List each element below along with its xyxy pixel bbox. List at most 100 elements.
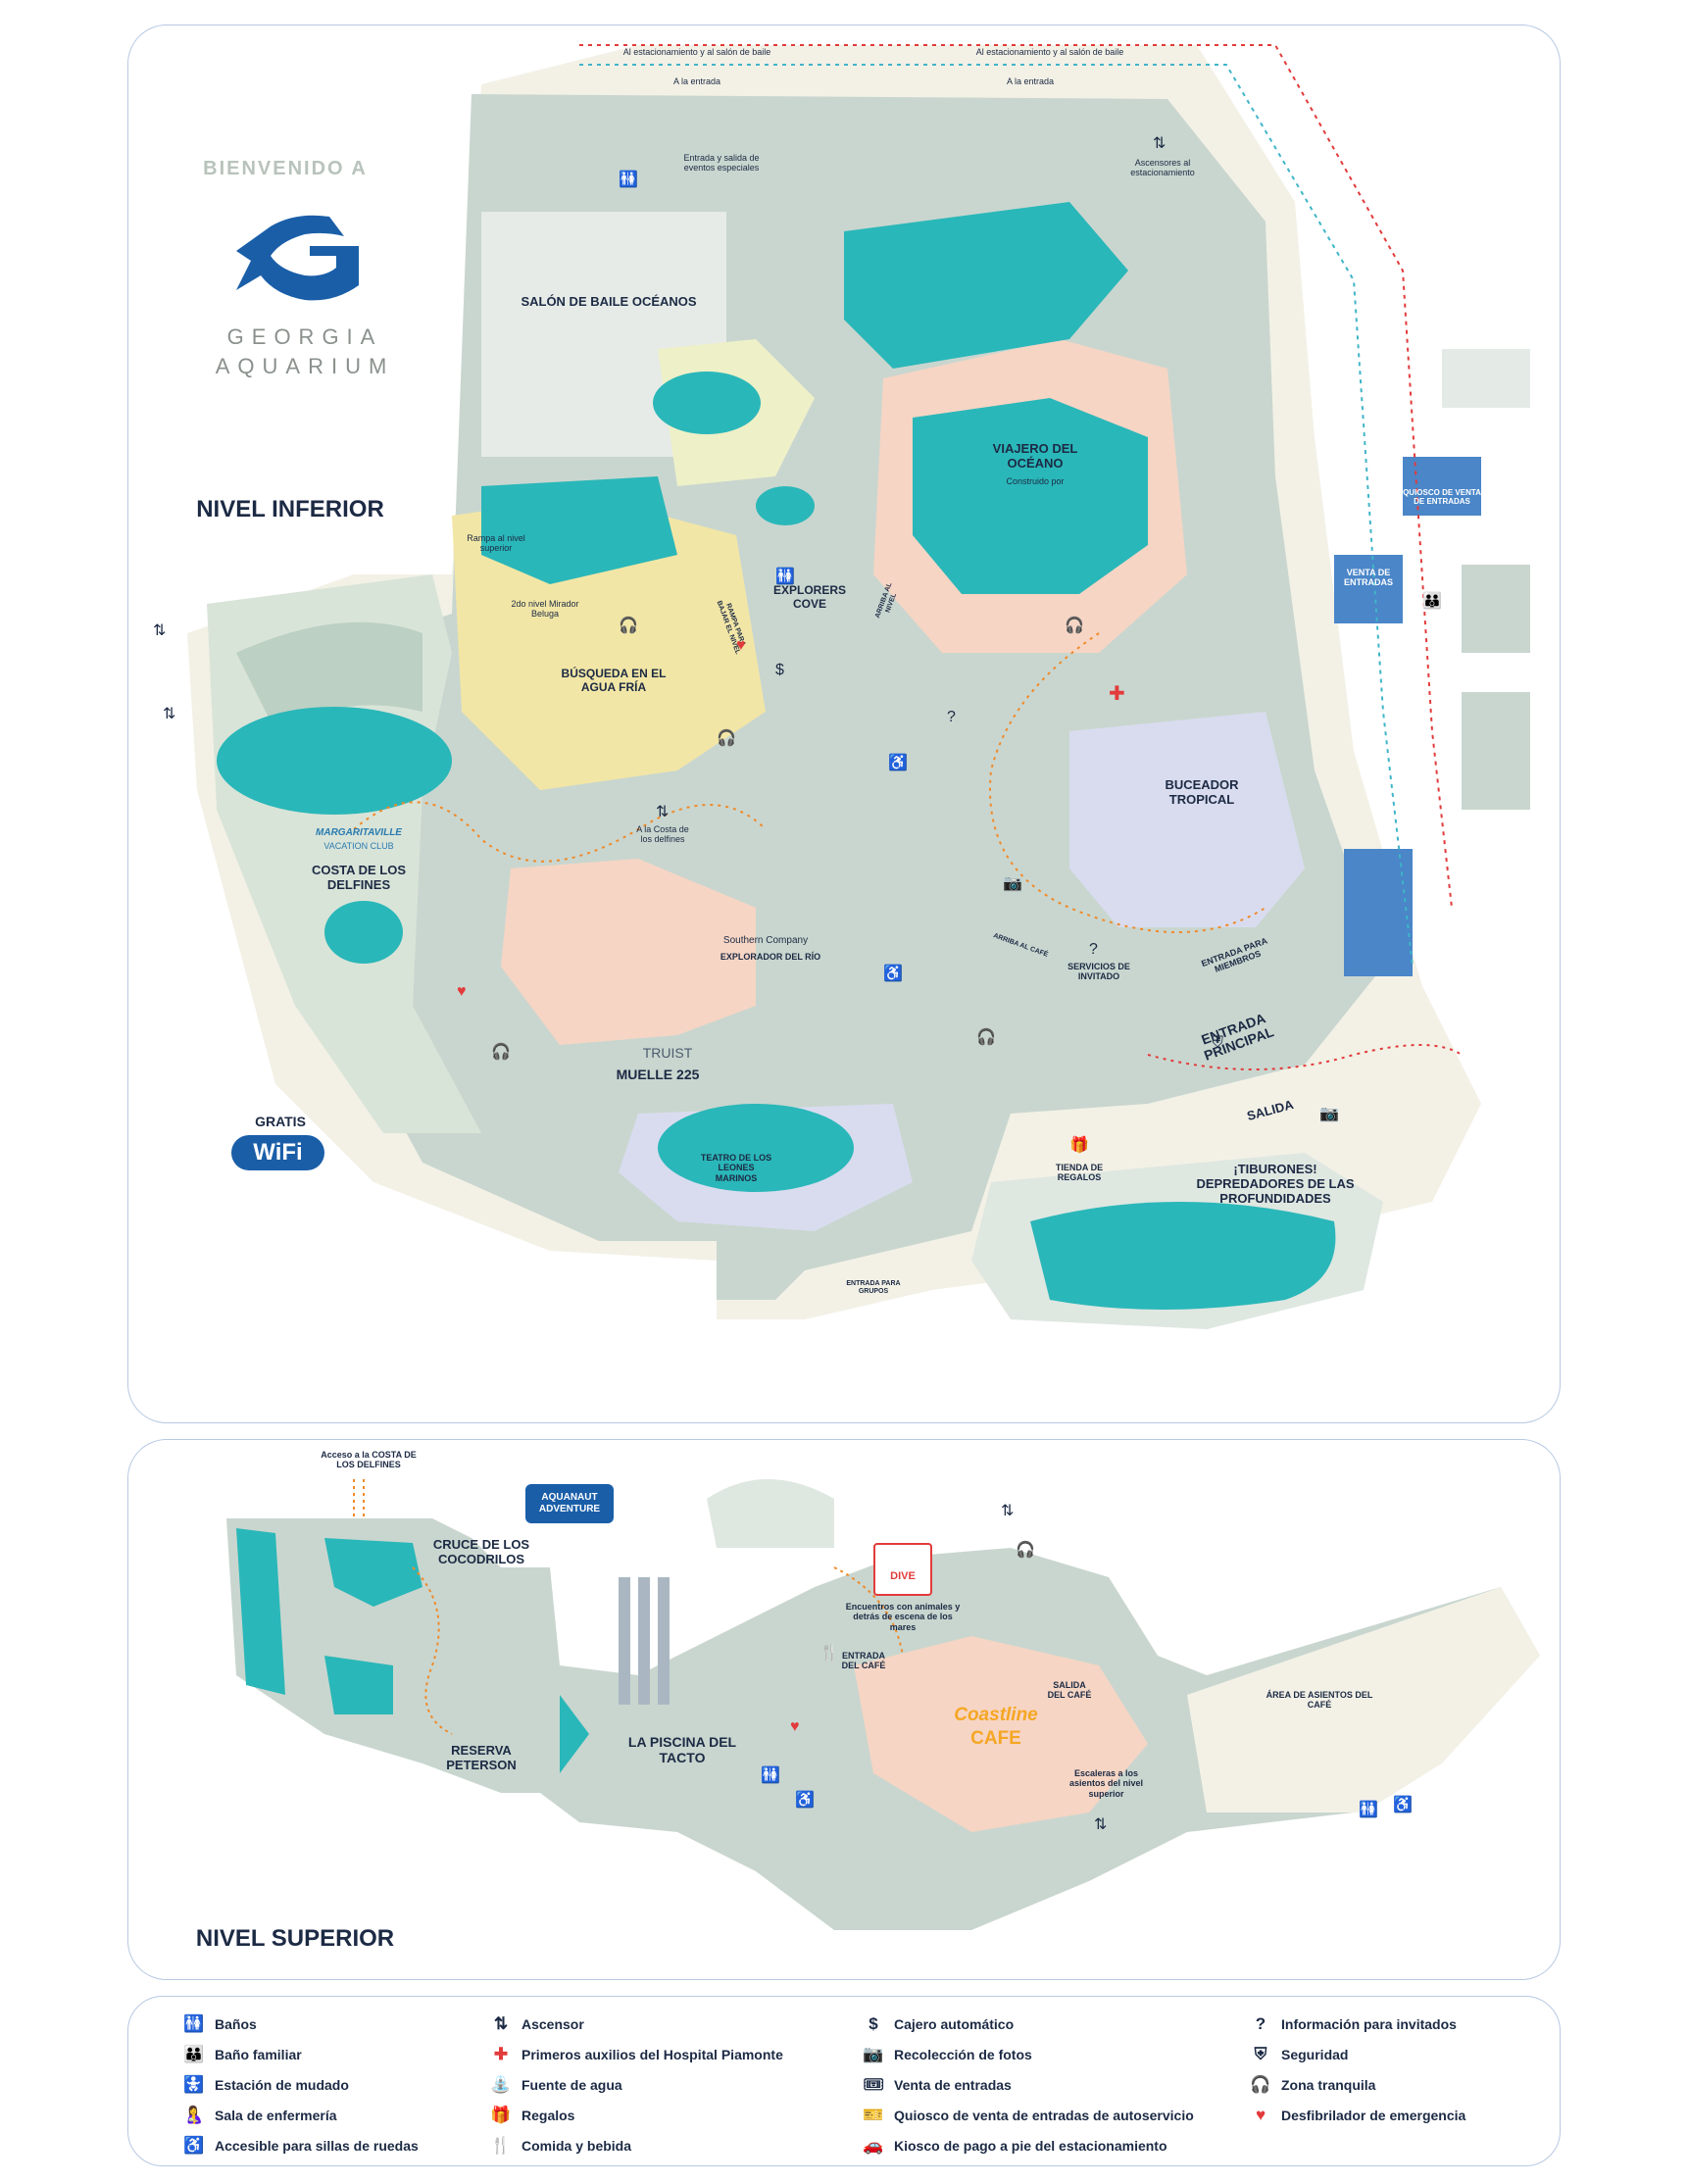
legend-label: Primeros auxilios del Hospital Piamonte xyxy=(521,2047,783,2062)
security-icon: ⛨ xyxy=(1254,2045,1267,2063)
elevator-icon: ⇅ xyxy=(1094,1816,1108,1833)
explorers-cove-label: EXPLORERS COVE xyxy=(772,583,846,611)
dive-sub-label: Encuentros con animales y detrás de esce… xyxy=(845,1602,961,1632)
beluga-second-label: 2do nivel Mirador Beluga xyxy=(511,599,579,620)
dolphin-seating xyxy=(236,621,422,731)
lower-level-map xyxy=(187,44,1530,1329)
quiet-zone-icon: 🎧 xyxy=(1250,2075,1271,2094)
changing-station-icon: 🚼 xyxy=(183,2075,205,2094)
wifi-badge: GRATIS WiFi xyxy=(226,1114,344,1192)
self-service-kiosk-icon: 🎫 xyxy=(863,2106,884,2124)
restroom-icon: 🚻 xyxy=(1359,1802,1378,1818)
shark-tank xyxy=(1030,1202,1336,1310)
legend-photo: 📷 Recolección de fotos xyxy=(859,2043,1032,2066)
tickets-icon: 🎟 xyxy=(863,2075,884,2094)
wifi-free: GRATIS xyxy=(255,1114,306,1129)
sea-lion-pool xyxy=(658,1104,854,1192)
tropical-diver-label: BUCEADOR TROPICAL xyxy=(1165,777,1239,807)
logo-g-icon xyxy=(226,197,373,315)
route-croc xyxy=(412,1566,453,1735)
upper-level-panel: Acceso a la COSTA DE LOS DELFINES AQUANA… xyxy=(127,1439,1561,1980)
blue-block xyxy=(1344,849,1413,976)
legend-food-drink: 🍴 Comida y bebida xyxy=(486,2134,631,2158)
truist-label: TRUIST xyxy=(642,1045,693,1061)
upper-level-map xyxy=(226,1479,1540,1930)
ticket-kiosk-block xyxy=(1403,457,1481,516)
ocean-voyager-tank xyxy=(913,398,1148,594)
legend-label: Recolección de fotos xyxy=(894,2047,1032,2062)
wheelchair-icon: ♿ xyxy=(183,2136,205,2155)
restroom-icon: 🚻 xyxy=(761,1767,780,1784)
restroom-icon: 🚻 xyxy=(775,569,795,585)
route-dolphin-access xyxy=(353,1479,365,1518)
escalator-2 xyxy=(638,1577,650,1705)
river-scout-label: EXPLORADOR DEL RÍO xyxy=(720,952,821,962)
route-parking-label-2: Al estacionamiento y al salón de baile xyxy=(975,47,1124,57)
touch-pool xyxy=(560,1695,589,1773)
cafe-line2: CAFE xyxy=(970,1728,1021,1749)
ocean-voyager-label: VIAJERO DEL OCÉANO xyxy=(992,441,1078,471)
right-block-1 xyxy=(1442,349,1530,408)
legend-atm: $ Cajero automático xyxy=(859,2012,1014,2036)
legend-label: Estación de mudado xyxy=(215,2077,349,2093)
parking-elevators-label: Ascensores al estacionamiento xyxy=(1130,158,1195,178)
first-aid-icon: ✚ xyxy=(493,2045,509,2063)
food-drink-icon: 🍴 xyxy=(490,2136,512,2155)
parking-kiosk-icon: 🚗 xyxy=(863,2136,884,2155)
dolphin-small-tank xyxy=(324,901,403,964)
manta-tank xyxy=(653,372,761,434)
group-entrance-label: ENTRADA PARA GRUPOS xyxy=(846,1280,901,1296)
legend-panel: 🚻 Baños 👪 Baño familiar 🚼 Estación de mu… xyxy=(127,1996,1561,2166)
legend-gifts: 🎁 Regalos xyxy=(486,2104,574,2127)
aquanaut-label: AQUANAUT ADVENTURE xyxy=(538,1492,601,1514)
right-block-3 xyxy=(1462,692,1530,810)
guest-info-icon: ? xyxy=(1089,941,1098,958)
croc-pool-top xyxy=(324,1538,422,1607)
beluga-tank xyxy=(481,476,677,584)
legend-label: Información para invitados xyxy=(1281,2016,1457,2032)
atm-icon: $ xyxy=(775,662,784,678)
route-orange-1 xyxy=(353,801,767,863)
explorers-tank xyxy=(756,486,815,525)
legend-label: Fuente de agua xyxy=(521,2077,622,2093)
sharks-label: ¡TIBURONES! DEPREDADORES DE LAS PROFUNDI… xyxy=(1196,1162,1355,1206)
cafe-area xyxy=(854,1636,1148,1832)
route-parking xyxy=(579,44,1453,909)
dolphin-tank xyxy=(217,707,452,815)
guest-services-label: SERVICIOS DE INVITADO xyxy=(1067,962,1130,982)
gifts-icon: 🎁 xyxy=(1069,1137,1089,1154)
food-drink-icon: 🍴 xyxy=(819,1645,839,1662)
legend-wheelchair: ♿ Accesible para sillas de ruedas xyxy=(179,2134,418,2158)
coastline-cafe-logo: Coastline CAFE xyxy=(942,1705,1050,1763)
sea-lion-theater-label: TEATRO DE LOS LEONES MARINOS xyxy=(700,1153,772,1183)
legend-aed: ♥ Desfibrilador de emergencia xyxy=(1246,2104,1465,2127)
restroom-icon: 👪 xyxy=(1422,593,1442,610)
ticket-sales-label: VENTA DE ENTRADAS xyxy=(1343,568,1393,588)
elevator-icon: ⇅ xyxy=(163,706,176,722)
quiet-zone-icon: 🎧 xyxy=(976,1029,996,1046)
legend-label: Comida y bebida xyxy=(521,2138,632,2154)
legend-quiet-zone: 🎧 Zona tranquila xyxy=(1246,2073,1375,2097)
ramp-upper-label: Rampa al nivel superior xyxy=(467,533,525,554)
dive-badge: DIVE xyxy=(873,1543,932,1596)
restroom-icon: 🚻 xyxy=(619,172,638,188)
lower-level-title: NIVEL INFERIOR xyxy=(196,496,384,522)
guest-info-icon: ? xyxy=(1255,2014,1266,2033)
legend-restroom: 🚻 Baños xyxy=(179,2012,256,2036)
ballroom-label: SALÓN DE BAILE OCÉANOS xyxy=(521,294,697,309)
family-restroom-icon: 👪 xyxy=(183,2045,205,2063)
legend-tickets: 🎟 Venta de entradas xyxy=(859,2073,1012,2097)
cafe-exit-label: SALIDA DEL CAFÉ xyxy=(1047,1680,1092,1701)
tropical-diver-area xyxy=(1069,712,1305,927)
elevator-icon: ⇅ xyxy=(153,622,167,639)
ocean-voyager-sub: Construido por xyxy=(1006,476,1065,486)
elevator-icon: ⇅ xyxy=(493,2014,509,2033)
legend-label: Sala de enfermería xyxy=(215,2108,337,2123)
photo-icon: 📷 xyxy=(863,2045,884,2063)
legend-guest-info: ? Información para invitados xyxy=(1246,2012,1457,2036)
whale-shark-tank xyxy=(844,202,1128,369)
southern-company-label: Southern Company xyxy=(722,935,809,946)
atm-icon: $ xyxy=(869,2014,878,2033)
right-block-2 xyxy=(1462,565,1530,653)
escalator-1 xyxy=(619,1577,630,1705)
